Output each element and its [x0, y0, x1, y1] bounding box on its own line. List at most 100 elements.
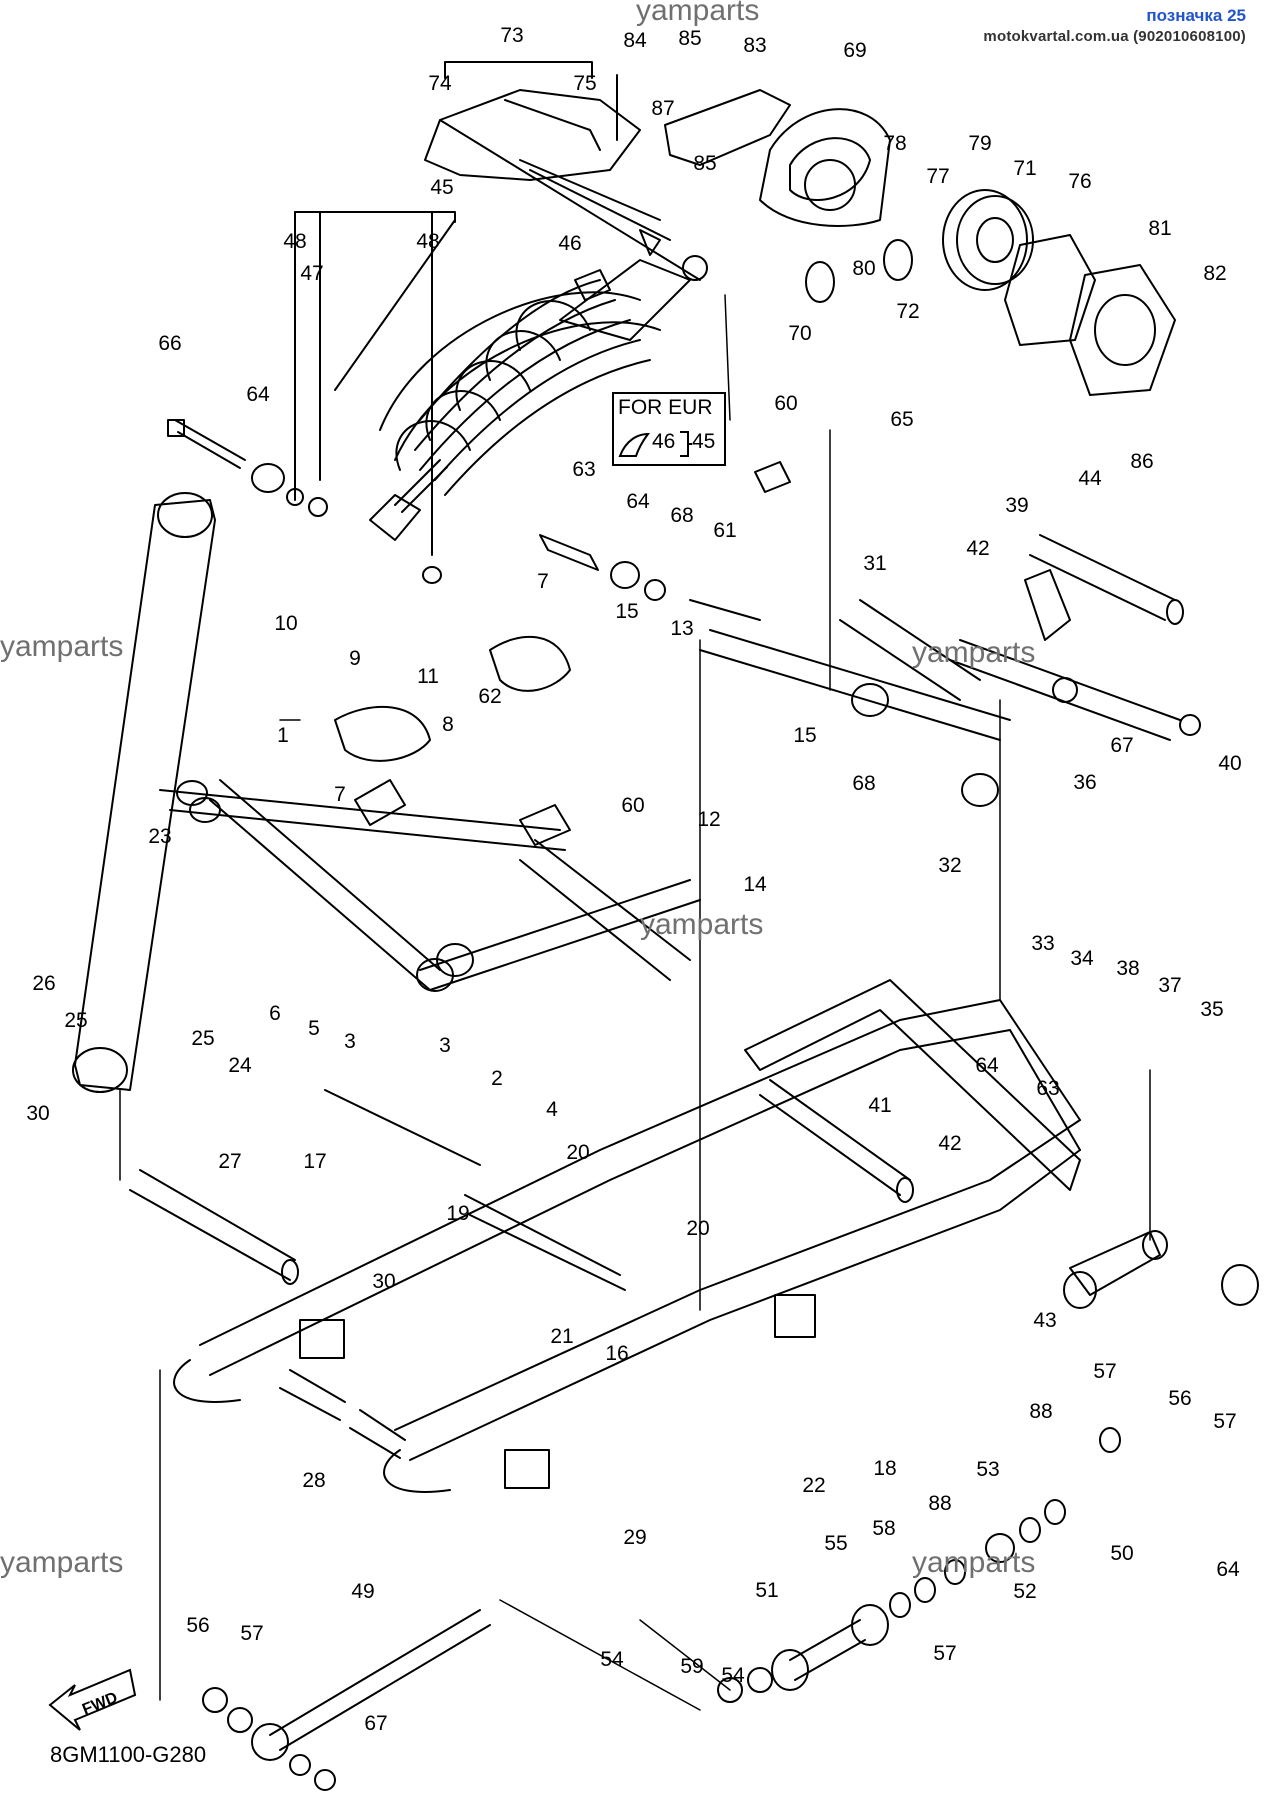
part-callout-49: 49	[351, 1580, 374, 1603]
slide-rails	[173, 979, 1081, 1493]
part-callout-60: 60	[774, 392, 797, 415]
part-callout-86: 86	[1130, 450, 1153, 473]
part-callout-53: 53	[976, 1458, 999, 1481]
part-callout-62: 62	[478, 685, 501, 708]
cover-83	[664, 89, 791, 166]
shock-absorber	[369, 255, 708, 541]
watermark: yamparts	[0, 1546, 124, 1579]
part-callout-84: 84	[623, 29, 647, 52]
for-eur-note: FOR EUR 46 45	[612, 392, 726, 466]
cover-81	[1069, 264, 1176, 396]
part-callout-68: 68	[670, 504, 693, 527]
part-callout-57: 57	[1213, 1410, 1236, 1433]
part-callout-2: 2	[491, 1067, 503, 1090]
part-callout-64: 64	[1216, 1558, 1240, 1581]
part-callout-48: 48	[283, 230, 306, 253]
part-callout-38: 38	[1116, 957, 1139, 980]
part-callout-80: 80	[852, 257, 875, 280]
part-callout-20: 20	[566, 1141, 589, 1164]
part-callout-15: 15	[615, 600, 638, 623]
part-callout-45: 45	[430, 176, 453, 199]
gear-housing-69	[759, 108, 891, 227]
diagram-code: 8GM1100-G280	[50, 1742, 207, 1767]
part-callout-74: 74	[428, 72, 452, 95]
part-callout-57: 57	[240, 1622, 263, 1645]
part-callout-24: 24	[228, 1054, 252, 1077]
gasket-76	[1004, 234, 1096, 346]
watermark: yamparts	[0, 630, 124, 663]
part-callout-48: 48	[416, 230, 439, 253]
pipes-28	[279, 1369, 406, 1459]
part-callout-85: 85	[693, 152, 716, 175]
part-callout-54: 54	[721, 1664, 745, 1687]
part-callout-65: 65	[890, 408, 913, 431]
part-callout-13: 13	[670, 617, 693, 640]
part-callout-22: 22	[802, 1474, 825, 1497]
part-callout-7: 7	[334, 783, 346, 806]
part-callout-18: 18	[873, 1457, 896, 1480]
part-callout-63: 63	[572, 458, 595, 481]
cam-7a	[489, 636, 571, 692]
part-callout-27: 27	[218, 1150, 241, 1173]
part-callout-26: 26	[32, 972, 55, 995]
part-callout-85: 85	[678, 27, 701, 50]
part-callout-83: 83	[743, 34, 766, 57]
part-callout-81: 81	[1148, 217, 1171, 240]
part-callout-79: 79	[968, 132, 991, 155]
gear-79-71	[942, 189, 1034, 291]
part-callout-3: 3	[344, 1030, 356, 1053]
part-callout-10: 10	[274, 612, 297, 635]
rear-arm-31	[699, 599, 1201, 807]
shaft-44	[1029, 534, 1176, 621]
part-callout-11: 11	[417, 665, 439, 688]
adjuster-51	[789, 1619, 866, 1681]
for-eur-part-46: 46	[652, 430, 676, 453]
part-callout-36: 36	[1073, 771, 1096, 794]
part-callout-47: 47	[300, 262, 323, 285]
part-callout-88: 88	[928, 1492, 951, 1515]
part-callout-42: 42	[938, 1132, 961, 1155]
bracket-73	[444, 61, 593, 79]
part-callout-76: 76	[1068, 170, 1091, 193]
part-callout-12: 12	[697, 808, 720, 831]
part-callout-37: 37	[1158, 974, 1181, 997]
part-callout-28: 28	[302, 1469, 325, 1492]
part-callout-1: 1	[277, 724, 289, 747]
part-callout-3: 3	[439, 1034, 451, 1057]
part-callout-56: 56	[1168, 1387, 1191, 1410]
bracket-connector	[680, 431, 692, 457]
part-callout-40: 40	[1218, 752, 1241, 775]
part-callout-77: 77	[926, 165, 949, 188]
part-callout-87: 87	[651, 97, 674, 120]
part-callout-9: 9	[349, 647, 361, 670]
gear-72	[883, 239, 913, 281]
part-callout-23: 23	[148, 825, 171, 848]
part-callout-30: 30	[26, 1102, 49, 1125]
part-callout-16: 16	[605, 1342, 628, 1365]
part-callout-57: 57	[933, 1642, 956, 1665]
part-callout-15: 15	[793, 724, 816, 747]
part-callout-88: 88	[1029, 1400, 1052, 1423]
pipe-27	[129, 1169, 296, 1281]
reference-link[interactable]: позначка 25	[1146, 6, 1246, 25]
part-callout-19: 19	[446, 1202, 469, 1225]
part-callout-75: 75	[573, 72, 596, 95]
part-callout-17: 17	[303, 1150, 326, 1173]
part-callout-66: 66	[158, 332, 181, 355]
part-callout-56: 56	[186, 1614, 209, 1637]
shaft-41	[759, 1079, 911, 1196]
part-callout-63: 63	[1036, 1077, 1059, 1100]
part-callout-42: 42	[966, 537, 989, 560]
part-callout-82: 82	[1203, 262, 1226, 285]
part-callout-52: 52	[1013, 1580, 1036, 1603]
part-callout-30: 30	[372, 1270, 395, 1293]
part-callout-61: 61	[713, 519, 736, 542]
part-callout-67: 67	[1110, 734, 1133, 757]
part-callout-70: 70	[788, 322, 811, 345]
part-callout-64: 64	[246, 383, 270, 406]
link-23	[72, 492, 216, 1093]
rod-17	[324, 1089, 481, 1166]
